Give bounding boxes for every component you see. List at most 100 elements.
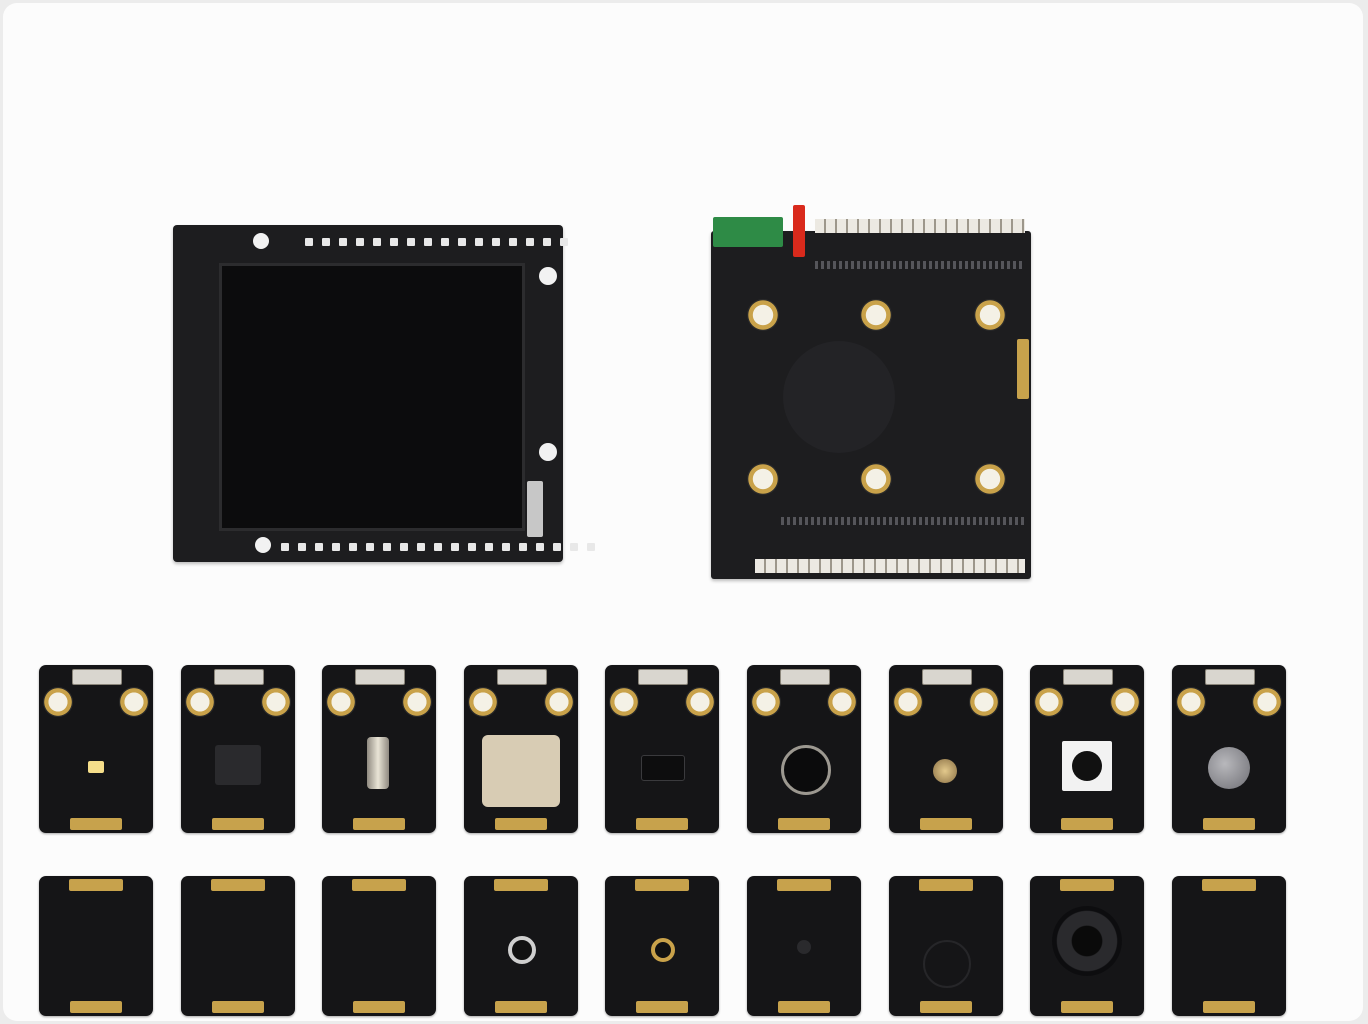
mounting-pad <box>261 687 291 717</box>
lcd-screen <box>219 263 525 531</box>
mounting-pad <box>43 687 73 717</box>
blank-module-9 <box>1172 876 1286 1016</box>
module-label <box>1061 818 1113 830</box>
module-label <box>353 818 405 830</box>
touch-sensor-module <box>464 665 578 833</box>
touch-pad-icon <box>482 735 560 807</box>
buzzer-module <box>181 665 295 833</box>
jack-module-2 <box>605 876 719 1016</box>
speaker-icon <box>783 341 895 453</box>
module-label <box>70 1001 122 1013</box>
module-label <box>920 818 972 830</box>
gold-jack-icon <box>651 938 675 962</box>
ir-receiver-module <box>605 665 719 833</box>
mounting-pad <box>974 463 1006 495</box>
connector-icon <box>638 669 688 685</box>
module-label <box>494 879 548 891</box>
photocell-icon <box>933 759 957 783</box>
module-label <box>1203 818 1255 830</box>
photoresistor-module <box>889 665 1003 833</box>
sound-sensor-module <box>747 665 861 833</box>
mounting-hole <box>539 267 557 285</box>
mounting-pad <box>326 687 356 717</box>
connector-icon <box>1205 669 1255 685</box>
microphone-icon <box>781 745 831 795</box>
speaker-icon <box>1052 906 1122 976</box>
sub-header-strip <box>815 261 1025 269</box>
connector-icon <box>72 669 122 685</box>
push-button-icon <box>1062 741 1112 791</box>
small-lens-icon <box>797 940 811 954</box>
jack-module-1 <box>464 876 578 1016</box>
sensor-module-7 <box>889 876 1003 1016</box>
module-label <box>69 879 123 891</box>
connector-icon <box>780 669 830 685</box>
module-label <box>70 818 122 830</box>
module-label <box>636 1001 688 1013</box>
sensor-dome-icon <box>1208 747 1250 789</box>
side-connector <box>1017 339 1029 399</box>
smd-led-icon <box>88 761 104 773</box>
mounting-pad <box>544 687 574 717</box>
mounting-pad <box>969 687 999 717</box>
module-label <box>778 1001 830 1013</box>
tilt-switch-icon <box>367 737 389 789</box>
mounting-pad <box>119 687 149 717</box>
top-pin-header <box>305 238 568 246</box>
bottom-pin-header <box>281 543 595 551</box>
sub-header-strip <box>781 517 1025 525</box>
mounting-pad <box>747 463 779 495</box>
mounting-pad <box>685 687 715 717</box>
connector-icon <box>497 669 547 685</box>
terminal-block-icon <box>713 217 783 247</box>
mounting-pad <box>893 687 923 717</box>
blank-module-3 <box>322 876 436 1016</box>
module-label <box>1202 879 1256 891</box>
bottom-header <box>755 559 1025 573</box>
ir-receiver-icon <box>641 755 685 781</box>
connector-icon <box>214 669 264 685</box>
module-label <box>495 1001 547 1013</box>
mounting-pad <box>402 687 432 717</box>
mounting-pad <box>1034 687 1064 717</box>
screen-side-label <box>527 481 543 537</box>
mounting-pad <box>974 299 1006 331</box>
mounting-hole <box>539 443 557 461</box>
module-label <box>211 879 265 891</box>
mounting-hole <box>255 537 271 553</box>
speaker-module <box>1030 876 1144 1016</box>
module-label <box>777 879 831 891</box>
mounting-pad <box>827 687 857 717</box>
module-label <box>352 879 406 891</box>
mounting-pad <box>609 687 639 717</box>
mounting-pad <box>860 463 892 495</box>
mounting-pad <box>1252 687 1282 717</box>
mounting-pad <box>1176 687 1206 717</box>
mounting-pad <box>860 299 892 331</box>
led-module <box>39 665 153 833</box>
module-label <box>919 879 973 891</box>
module-label <box>1061 1001 1113 1013</box>
connector-icon <box>355 669 405 685</box>
module-label <box>636 818 688 830</box>
module-label <box>212 818 264 830</box>
sensor-module-6 <box>747 876 861 1016</box>
mounting-pad <box>185 687 215 717</box>
mounting-hole <box>253 233 269 249</box>
blank-module-2 <box>181 876 295 1016</box>
tilt-sensor-module <box>322 665 436 833</box>
module-label <box>212 1001 264 1013</box>
module-label <box>778 818 830 830</box>
mounting-pad <box>747 299 779 331</box>
connector-icon <box>922 669 972 685</box>
ring-icon <box>923 940 971 988</box>
module-label <box>920 1001 972 1013</box>
temperature-sensor-module <box>1172 665 1286 833</box>
module-label <box>635 879 689 891</box>
jumper-icon <box>793 205 805 257</box>
top-header <box>815 219 1025 233</box>
module-label <box>353 1001 405 1013</box>
connector-icon <box>1063 669 1113 685</box>
mounting-pad <box>751 687 781 717</box>
button-cap-icon <box>1072 751 1102 781</box>
